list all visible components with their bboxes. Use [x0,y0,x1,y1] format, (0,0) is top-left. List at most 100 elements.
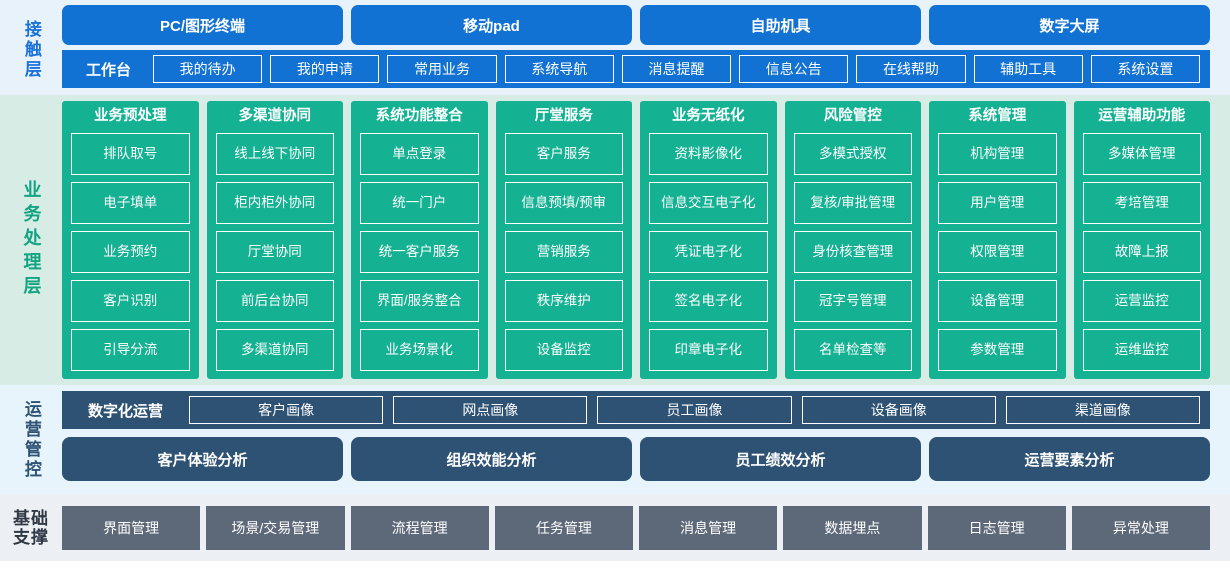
foundation-layer-body: 界面管理 场景/交易管理 流程管理 任务管理 消息管理 数据埋点 日志管理 异常… [62,506,1230,550]
operations-layer-body: 数字化运营 客户画像 网点画像 员工画像 设备画像 渠道画像 客户体验分析 组织… [62,391,1230,489]
tile-multimode-authorization[interactable]: 多模式授权 [793,132,912,175]
column-title: 厅堂服务 [534,108,593,124]
tile-serial-number-mgmt[interactable]: 冠字号管理 [793,279,912,322]
tile-permission-mgmt[interactable]: 权限管理 [938,230,1057,273]
workbench-item-system-navigation[interactable]: 系统导航 [504,55,614,83]
foundation-process-mgmt[interactable]: 流程管理 [350,506,489,550]
tile-customer-service[interactable]: 客户服务 [504,132,623,175]
tile-front-back-collab[interactable]: 前后台协同 [215,279,334,322]
tile-business-scenario[interactable]: 业务场景化 [360,329,479,372]
tile-org-mgmt[interactable]: 机构管理 [938,132,1057,175]
tile-unified-customer-service[interactable]: 统一客户服务 [360,230,479,273]
tile-maintenance-monitor[interactable]: 运维监控 [1082,329,1201,372]
tile-info-exchange-digital[interactable]: 信息交互电子化 [649,181,768,224]
tile-appointment[interactable]: 业务预约 [71,230,190,273]
business-column-lobby-service: 厅堂服务 客户服务 信息预填/预审 营销服务 秩序维护 设备监控 [495,101,632,379]
business-column-system-mgmt: 系统管理 机构管理 用户管理 权限管理 设备管理 参数管理 [929,101,1066,379]
tile-customer-identify[interactable]: 客户识别 [71,279,190,322]
analysis-customer-experience[interactable]: 客户体验分析 [62,437,343,481]
workbench-item-common-business[interactable]: 常用业务 [387,55,497,83]
channel-tile-digital-screen[interactable]: 数字大屏 [929,5,1210,45]
foundation-row: 界面管理 场景/交易管理 流程管理 任务管理 消息管理 数据埋点 日志管理 异常… [62,506,1230,550]
foundation-layer-label: 基础 支撑 [0,508,62,548]
tile-operation-monitor[interactable]: 运营监控 [1082,279,1201,322]
portrait-branch[interactable]: 网点画像 [393,396,588,424]
workbench-item-my-application[interactable]: 我的申请 [270,55,380,83]
tile-parameter-mgmt[interactable]: 参数管理 [938,329,1057,372]
workbench-title: 工作台 [86,61,132,79]
workbench-item-system-settings[interactable]: 系统设置 [1090,55,1200,83]
column-title: 业务无纸化 [672,108,745,124]
tile-seal-digital[interactable]: 印章电子化 [649,329,768,372]
tile-order-maintenance[interactable]: 秩序维护 [504,279,623,322]
tile-counter-collab[interactable]: 柜内柜外协同 [215,181,334,224]
analysis-employee-performance[interactable]: 员工绩效分析 [640,437,921,481]
workbench-item-aux-tools[interactable]: 辅助工具 [973,55,1083,83]
tile-review-approval[interactable]: 复核/审批管理 [793,181,912,224]
business-layer-label-text: 业务处理层 [21,180,42,300]
foundation-message-mgmt[interactable]: 消息管理 [639,506,778,550]
workbench-item-my-todo[interactable]: 我的待办 [153,55,263,83]
channel-tile-mobile-pad[interactable]: 移动pad [351,5,632,45]
tile-lobby-collab[interactable]: 厅堂协同 [215,230,334,273]
portrait-customer[interactable]: 客户画像 [189,396,384,424]
workbench-item-online-help[interactable]: 在线帮助 [856,55,966,83]
tile-prefill-prereview[interactable]: 信息预填/预审 [504,181,623,224]
foundation-scenario-transaction-mgmt[interactable]: 场景/交易管理 [206,506,345,550]
channel-tile-pc[interactable]: PC/图形终端 [62,5,343,45]
contact-layer-label: 接触层 [0,5,62,95]
foundation-log-mgmt[interactable]: 日志管理 [927,506,1066,550]
tile-marketing-service[interactable]: 营销服务 [504,230,623,273]
business-column-multichannel: 多渠道协同 线上线下协同 柜内柜外协同 厅堂协同 前后台协同 多渠道协同 [206,101,343,379]
portrait-employee[interactable]: 员工画像 [597,396,792,424]
foundation-exception-handling[interactable]: 异常处理 [1071,506,1210,550]
tile-e-form[interactable]: 电子填单 [71,181,190,224]
foundation-task-mgmt[interactable]: 任务管理 [494,506,633,550]
tile-ui-service-integration[interactable]: 界面/服务整合 [360,279,479,322]
tile-list-check[interactable]: 名单检查等 [793,329,912,372]
tile-signature-digital[interactable]: 签名电子化 [649,279,768,322]
tile-training-mgmt[interactable]: 考培管理 [1082,181,1201,224]
column-title: 多渠道协同 [238,108,312,124]
tile-multimedia-mgmt[interactable]: 多媒体管理 [1082,132,1201,175]
foundation-layer: 基础 支撑 界面管理 场景/交易管理 流程管理 任务管理 消息管理 数据埋点 日… [0,495,1230,561]
foundation-ui-mgmt[interactable]: 界面管理 [62,506,201,550]
tile-multichannel-collab[interactable]: 多渠道协同 [215,329,334,372]
tile-guide-diversion[interactable]: 引导分流 [71,329,190,372]
tile-document-imaging[interactable]: 资料影像化 [649,132,768,175]
analysis-operation-factors[interactable]: 运营要素分析 [929,437,1210,481]
foundation-data-tracking[interactable]: 数据埋点 [783,506,922,550]
tile-user-mgmt[interactable]: 用户管理 [938,181,1057,224]
analysis-org-efficiency[interactable]: 组织效能分析 [351,437,632,481]
operations-layer-label: 运营管控 [0,391,62,489]
column-title: 系统管理 [968,108,1027,124]
tile-single-sign-on[interactable]: 单点登录 [360,132,479,175]
tile-fault-report[interactable]: 故障上报 [1082,230,1201,273]
tile-device-mgmt[interactable]: 设备管理 [938,279,1057,322]
tile-voucher-digital[interactable]: 凭证电子化 [649,230,768,273]
business-layer-label: 业务处理层 [0,101,62,379]
business-column-risk-control: 风险管控 多模式授权 复核/审批管理 身份核查管理 冠字号管理 名单检查等 [784,101,921,379]
column-title: 系统功能整合 [375,108,463,124]
foundation-label-line1: 基础 [13,508,49,528]
digital-operations-title: 数字化运营 [88,402,164,420]
analysis-row: 客户体验分析 组织效能分析 员工绩效分析 运营要素分析 [62,437,1230,481]
tile-unified-portal[interactable]: 统一门户 [360,181,479,224]
workbench-item-announcement[interactable]: 信息公告 [739,55,849,83]
portrait-device[interactable]: 设备画像 [801,396,996,424]
contact-layer-label-text: 接触层 [21,20,41,80]
tile-device-monitor[interactable]: 设备监控 [504,329,623,372]
channel-tile-self-service[interactable]: 自助机具 [640,5,921,45]
business-column-paperless: 业务无纸化 资料影像化 信息交互电子化 凭证电子化 签名电子化 印章电子化 [640,101,777,379]
workbench-row: 工作台 我的待办 我的申请 常用业务 系统导航 消息提醒 信息公告 在线帮助 辅… [62,50,1210,88]
portrait-channel[interactable]: 渠道画像 [1005,396,1201,424]
tile-identity-verification[interactable]: 身份核查管理 [793,230,912,273]
tile-online-offline-collab[interactable]: 线上线下协同 [215,132,334,175]
business-layer-body: 业务预处理 排队取号 电子填单 业务预约 客户识别 引导分流 多渠道协同 线上线… [62,101,1230,379]
business-layer: 业务处理层 业务预处理 排队取号 电子填单 业务预约 客户识别 引导分流 多渠道… [0,95,1230,385]
operations-layer: 运营管控 数字化运营 客户画像 网点画像 员工画像 设备画像 渠道画像 客户体验… [0,385,1230,495]
tile-queue-number[interactable]: 排队取号 [71,132,190,175]
column-title: 运营辅助功能 [1098,108,1186,124]
workbench-item-message-alert[interactable]: 消息提醒 [621,55,732,83]
